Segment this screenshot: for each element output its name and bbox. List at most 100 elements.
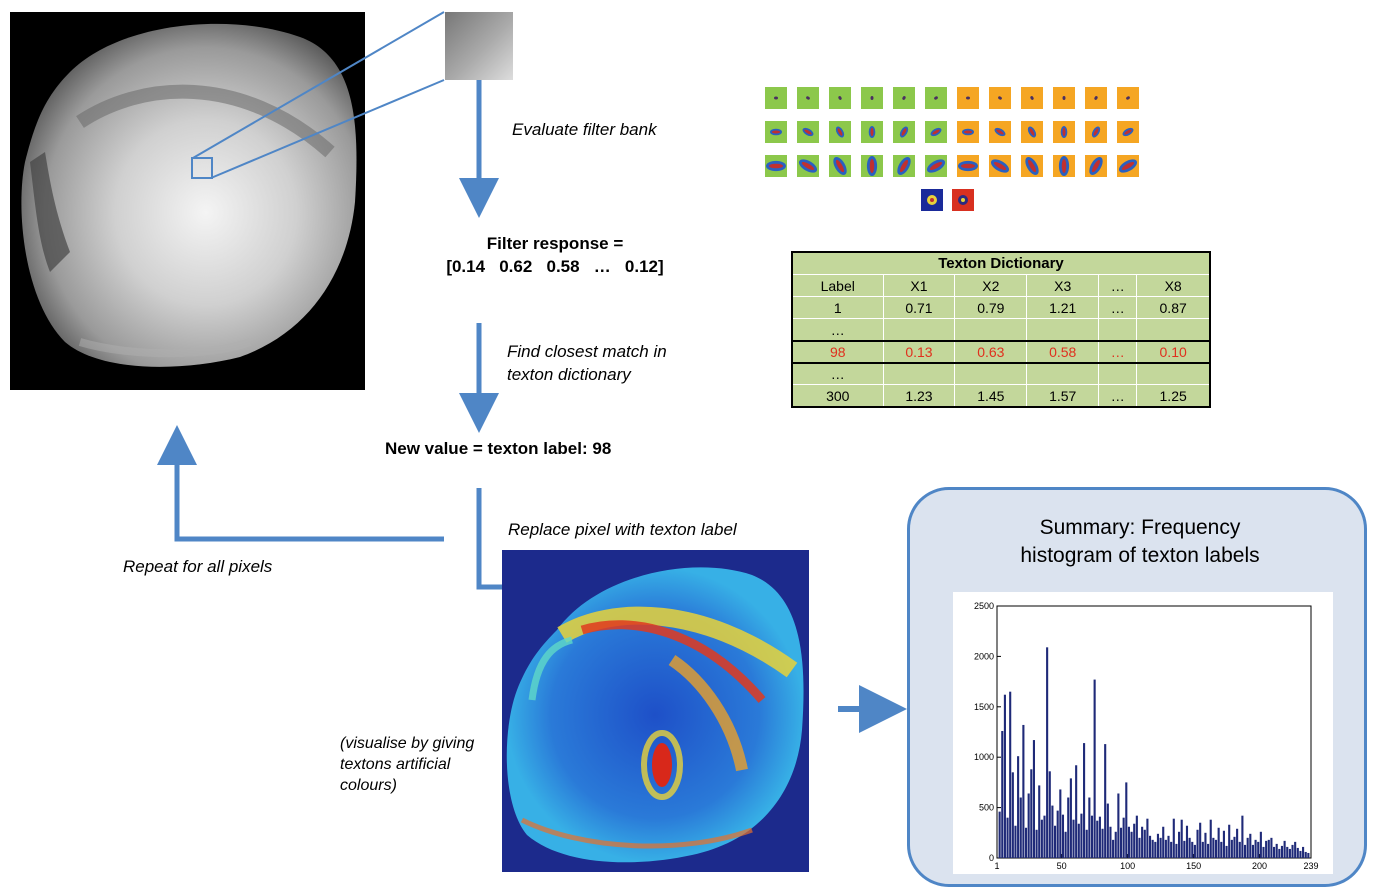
histogram-bar — [1022, 724, 1025, 858]
patch-thumbnail — [445, 12, 513, 80]
filter-bank — [765, 87, 1139, 211]
table-cell: … — [791, 362, 884, 385]
histogram-bar — [1088, 797, 1091, 858]
histogram-bar — [1302, 846, 1305, 858]
histogram-bar — [1085, 829, 1088, 858]
histogram-bar — [1109, 826, 1112, 858]
summary-title-line2: histogram of texton labels — [1020, 544, 1260, 567]
histogram-bar — [1275, 843, 1278, 858]
table-cell — [954, 362, 1028, 385]
filter-response-values: [0.14 0.62 0.58 … 0.12] — [446, 257, 664, 276]
table-cell — [1136, 362, 1211, 385]
y-tick-label: 0 — [989, 853, 994, 863]
histogram-bar — [1230, 839, 1233, 858]
histogram-bar — [1056, 810, 1059, 858]
histogram-bar — [1040, 819, 1043, 858]
histogram-bar — [1243, 844, 1247, 858]
histogram-bar — [1233, 836, 1236, 858]
filter-tile — [1021, 87, 1043, 109]
histogram-bar — [1133, 823, 1136, 858]
histogram-bar — [1185, 825, 1189, 858]
source-image — [10, 12, 365, 390]
histogram-bar — [1138, 837, 1141, 858]
histogram-bar — [1059, 789, 1062, 858]
histogram-bar — [1299, 850, 1302, 858]
histogram-bar — [1222, 830, 1225, 858]
table-cell — [1026, 362, 1100, 385]
histogram-bar — [1241, 815, 1244, 858]
texton-label-image — [502, 550, 809, 872]
filter-tile — [1021, 121, 1043, 143]
histogram-bar — [1304, 851, 1307, 858]
table-cell: 0.58 — [1026, 340, 1100, 363]
new-value-label: New value = texton label: 98 — [385, 439, 612, 458]
table-cell: … — [1098, 384, 1138, 408]
x-tick-label: 50 — [1057, 861, 1067, 871]
visualise-note-line2: textons artificial — [340, 756, 451, 773]
histogram-bar — [1101, 828, 1104, 858]
filter-tile — [765, 121, 787, 143]
replace-label: Replace pixel with texton label — [508, 520, 737, 539]
table-cell: … — [1098, 296, 1138, 319]
table-cell — [1136, 318, 1211, 341]
histogram-bar — [1035, 829, 1038, 858]
filter-tile — [1117, 155, 1139, 177]
filter-tile — [1021, 155, 1043, 177]
histogram-bar — [1280, 845, 1284, 858]
filter-tile — [1085, 87, 1107, 109]
histogram-bar — [1046, 647, 1049, 858]
histogram-bar — [1201, 841, 1204, 858]
table-cell: 98 — [791, 340, 884, 363]
histogram-bar — [1146, 818, 1149, 858]
histogram-bar — [1307, 852, 1310, 858]
x-tick-label: 200 — [1252, 861, 1267, 871]
x-tick-label: 150 — [1186, 861, 1201, 871]
histogram-bar — [1114, 831, 1117, 858]
histogram-bar — [1048, 771, 1051, 858]
histogram-bar — [1214, 839, 1218, 858]
filter-tile — [893, 121, 915, 143]
table-header: X8 — [1136, 274, 1211, 297]
histogram-bar — [1217, 827, 1220, 858]
histogram-bar — [1259, 831, 1262, 858]
filter-tile — [1117, 87, 1139, 109]
histogram-bar — [998, 811, 1001, 858]
histogram-bar — [1156, 833, 1160, 858]
histogram-bar — [1127, 826, 1130, 858]
histogram-bar — [1159, 837, 1162, 858]
visualise-note-line1: (visualise by giving — [340, 735, 475, 752]
table-header-row: Label X1 X2 X3 … X8 — [791, 274, 1211, 297]
histogram-bar — [1117, 793, 1120, 858]
table-header: X1 — [882, 274, 956, 297]
filter-tile — [989, 121, 1011, 143]
histogram-bar — [1238, 841, 1241, 858]
histogram-bar — [1296, 847, 1299, 858]
histogram-bar — [1225, 845, 1228, 858]
histogram-bar — [1191, 841, 1194, 858]
histogram-bar — [1106, 803, 1109, 858]
filter-tile — [925, 121, 947, 143]
table-header: Label — [791, 274, 884, 297]
histogram-bar — [1014, 825, 1017, 858]
table-cell: 1.23 — [882, 384, 956, 408]
histogram-bar — [1090, 815, 1094, 858]
table-cell: … — [1098, 340, 1138, 363]
filter-tile — [893, 87, 915, 109]
table-header: … — [1098, 274, 1138, 297]
visualise-note-line3: colours) — [340, 777, 397, 794]
histogram-bar — [1220, 841, 1223, 858]
histogram-bar — [1164, 839, 1167, 858]
histogram-bar — [1143, 829, 1146, 858]
histogram-bar — [1294, 841, 1297, 858]
evaluate-label: Evaluate filter bank — [512, 120, 657, 139]
table-header: X3 — [1026, 274, 1100, 297]
histogram-bar — [1135, 815, 1138, 858]
y-tick-label: 2000 — [974, 651, 994, 661]
table-cell — [1026, 318, 1100, 341]
histogram-bar — [1249, 833, 1252, 858]
filter-tile — [797, 155, 819, 177]
texton-dictionary-table: Texton Dictionary Label X1 X2 X3 … X8 1 … — [791, 251, 1211, 408]
filter-tile — [957, 87, 979, 109]
table-row: … — [791, 362, 1211, 385]
histogram-bar — [1254, 839, 1257, 858]
